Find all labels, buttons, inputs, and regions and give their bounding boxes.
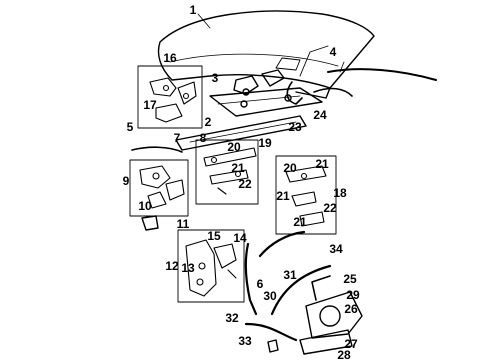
callout-21d: 21 (293, 215, 307, 229)
callout-4: 4 (329, 45, 337, 59)
callout-17: 17 (143, 98, 157, 112)
group-box-16 (137, 65, 203, 129)
callout-6: 6 (256, 277, 264, 291)
cable-23 (286, 81, 303, 105)
weatherstrip-rod (327, 61, 437, 81)
callout-15: 15 (207, 229, 221, 243)
screw-33 (267, 339, 279, 353)
clip-11 (141, 215, 159, 231)
callout-5: 5 (126, 120, 134, 134)
group-box-19 (195, 139, 259, 205)
callout-27: 27 (344, 337, 358, 351)
callout-2: 2 (204, 115, 212, 129)
leader-line-1 (197, 13, 211, 29)
front-header-rail (175, 87, 323, 151)
motor-bracket-9 (139, 165, 185, 209)
callout-32: 32 (225, 311, 239, 325)
hinge-bracket-17 (149, 77, 197, 123)
callout-29: 29 (346, 288, 360, 302)
cable-24 (313, 87, 353, 97)
hose-32 (244, 322, 298, 342)
linkage-arm-18 (285, 165, 327, 227)
callout-20a: 20 (227, 140, 241, 154)
hose-30 (258, 230, 306, 258)
callout-21a: 21 (231, 161, 245, 175)
hose-6 (244, 242, 258, 316)
convertible-top-cover (157, 10, 375, 99)
callout-9: 9 (122, 174, 130, 188)
callout-22a: 22 (238, 177, 252, 191)
callout-23: 23 (288, 120, 302, 134)
callout-13: 13 (181, 261, 195, 275)
callout-1: 1 (189, 3, 197, 17)
callout-3: 3 (211, 71, 219, 85)
latch-bracket (233, 69, 285, 96)
callout-7: 7 (173, 131, 181, 145)
linkage-arm-19 (203, 147, 257, 195)
callout-11: 11 (176, 217, 190, 231)
pump-bracket-12 (185, 239, 237, 297)
callout-24: 24 (313, 108, 327, 122)
callout-28: 28 (337, 348, 351, 362)
callout-26: 26 (344, 302, 358, 316)
callout-34: 34 (329, 242, 343, 256)
side-cable-5 (131, 146, 183, 153)
callout-31: 31 (283, 268, 297, 282)
group-box-9 (129, 159, 189, 217)
callout-22b: 22 (323, 201, 337, 215)
group-box-18 (275, 155, 337, 235)
callout-21b: 21 (315, 157, 329, 171)
callout-19: 19 (258, 136, 272, 150)
callout-30: 30 (263, 289, 277, 303)
callout-14: 14 (233, 231, 247, 245)
callout-20b: 20 (283, 161, 297, 175)
callout-21c: 21 (276, 189, 290, 203)
hose-31 (270, 264, 332, 316)
callout-12: 12 (165, 259, 179, 273)
callout-33: 33 (238, 334, 252, 348)
group-box-12 (177, 229, 245, 303)
callout-8: 8 (199, 131, 207, 145)
pump-assembly (299, 275, 363, 355)
callout-18: 18 (333, 186, 347, 200)
callout-16: 16 (163, 51, 177, 65)
callout-25: 25 (343, 272, 357, 286)
callout-10: 10 (138, 199, 152, 213)
